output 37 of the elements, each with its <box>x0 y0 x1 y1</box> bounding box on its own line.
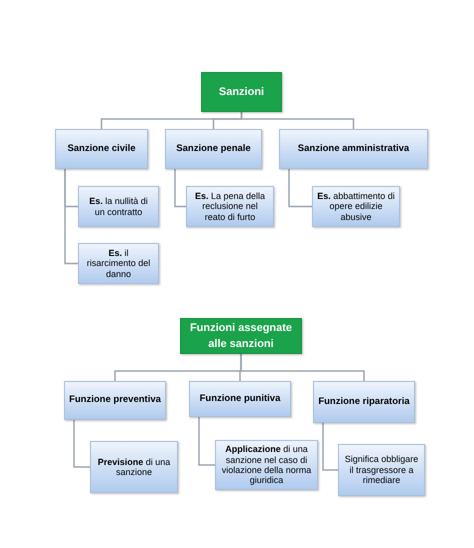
example-box <box>338 444 425 496</box>
node-text: Es. La pena della reclusione nel reato di furto <box>194 190 266 222</box>
connector-line <box>73 420 90 468</box>
connector-line <box>64 169 78 264</box>
node-text: Es. la nullità di un contratto <box>88 196 149 217</box>
example-box <box>215 440 318 490</box>
root-box <box>201 72 282 112</box>
node-text: Funzione punitiva <box>200 392 280 406</box>
example-box <box>186 186 274 227</box>
node-text: Funzione preventiva <box>69 393 161 408</box>
category-box <box>55 129 148 169</box>
category-box <box>189 381 291 417</box>
category-box <box>64 381 166 420</box>
example-box <box>78 243 159 284</box>
node-text: Significa obbligare il trasgressore a rimediare <box>344 454 420 486</box>
node-text: Sanzione amministrativa <box>298 142 410 156</box>
connector-line <box>174 169 186 208</box>
connector-line <box>240 112 354 129</box>
node-text: Es. il risarcimento del danno <box>86 248 152 280</box>
category-box <box>313 381 415 423</box>
category-box <box>279 129 428 169</box>
node-text: Sanzione penale <box>176 142 251 156</box>
connector-line <box>198 417 215 466</box>
node-text: Es. abbattimento di opere edilizie abusive <box>317 190 395 222</box>
node-text: Funzione riparatoria <box>318 394 410 409</box>
node-text: Previsione di una sanzione <box>96 456 172 478</box>
example-box <box>78 186 159 227</box>
connector-line <box>322 423 338 471</box>
category-box <box>165 129 262 169</box>
node-text: Sanzione civile <box>67 142 136 156</box>
connector-line <box>288 169 312 208</box>
node-text: Sanzioni <box>218 84 264 100</box>
node-text: Funzioni assegnate alle sanzioni <box>188 320 294 352</box>
example-box <box>90 441 178 493</box>
root-box <box>180 318 302 354</box>
connector-line <box>240 354 365 381</box>
node-text: Applicazione di una sanzione nel caso di violazione della norma giuridica <box>220 444 312 486</box>
